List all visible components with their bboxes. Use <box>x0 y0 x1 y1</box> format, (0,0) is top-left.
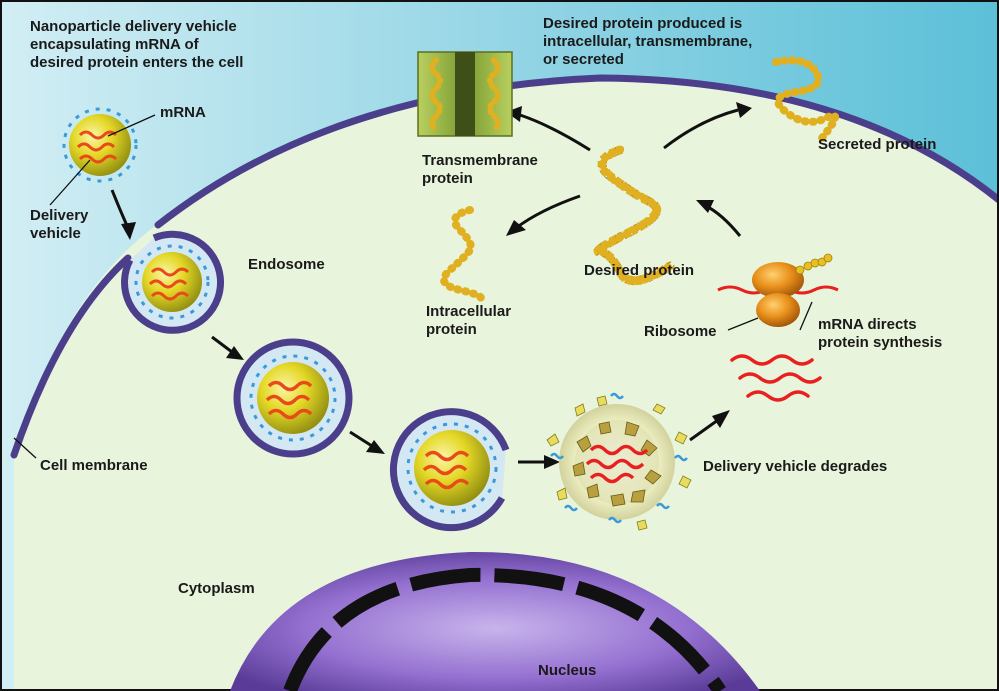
cell-membrane-upper <box>154 74 999 229</box>
desired-protein-produced-label: Desired protein produced is intracellula… <box>543 15 753 68</box>
nucleus-label: Nucleus <box>538 662 597 679</box>
delivery-vehicle-label: Delivery vehicle <box>30 207 89 242</box>
cytoplasm-label: Cytoplasm <box>178 580 255 597</box>
arrow-to-intracellular <box>506 194 581 236</box>
delivery-vehicle-leader-line <box>49 159 91 206</box>
ribosome-label: Ribosome <box>644 323 717 340</box>
arrow-enter-cell <box>110 189 136 240</box>
desired-protein-label: Desired protein <box>584 262 695 279</box>
mrna-synthesis-leader-line <box>799 301 813 331</box>
mrna-directs-label: mRNA directs protein synthesis <box>818 316 943 351</box>
desired-protein-beads <box>594 146 674 285</box>
cell-membrane <box>10 254 132 459</box>
ribosome-leader-line <box>727 317 759 331</box>
arrow-to-secreted <box>663 102 752 150</box>
intro-label: Nanoparticle delivery vehicle encapsulat… <box>30 18 244 71</box>
arrow-endosome-escape <box>349 430 385 454</box>
arrow-to-desired-protein <box>696 200 742 237</box>
endosome-forming <box>121 230 224 334</box>
secreted-protein-label: Secreted protein <box>818 136 937 153</box>
arrow-endosome-internalized <box>211 335 244 360</box>
cell-membrane-leader-line <box>13 437 37 459</box>
nucleus <box>230 551 760 691</box>
degrading-vehicle <box>546 392 692 531</box>
intracellular-protein <box>440 206 485 304</box>
transmembrane-protein <box>417 51 513 137</box>
transmembrane-protein-label: Transmembrane protein <box>422 152 538 187</box>
arrow-to-transmembrane <box>506 106 591 152</box>
vehicle-degrades-label: Delivery vehicle degrades <box>703 458 888 475</box>
nanoparticle-outside <box>62 107 138 183</box>
free-mrna-strands <box>730 354 822 402</box>
intracellular-protein-label: Intracellular protein <box>426 303 512 338</box>
ribosome <box>717 253 839 327</box>
endosome-escaping <box>389 408 510 532</box>
cytoplasm-region <box>14 78 999 691</box>
secreted-protein <box>772 56 839 142</box>
mrna-leader-line <box>107 114 156 137</box>
arrow-to-translation <box>689 410 730 442</box>
endosome-label: Endosome <box>248 256 325 273</box>
mrna-label: mRNA <box>160 104 206 121</box>
endosome-internalized <box>233 338 353 458</box>
cell-membrane-label: Cell membrane <box>40 457 148 474</box>
arrow-to-degradation <box>518 455 560 469</box>
